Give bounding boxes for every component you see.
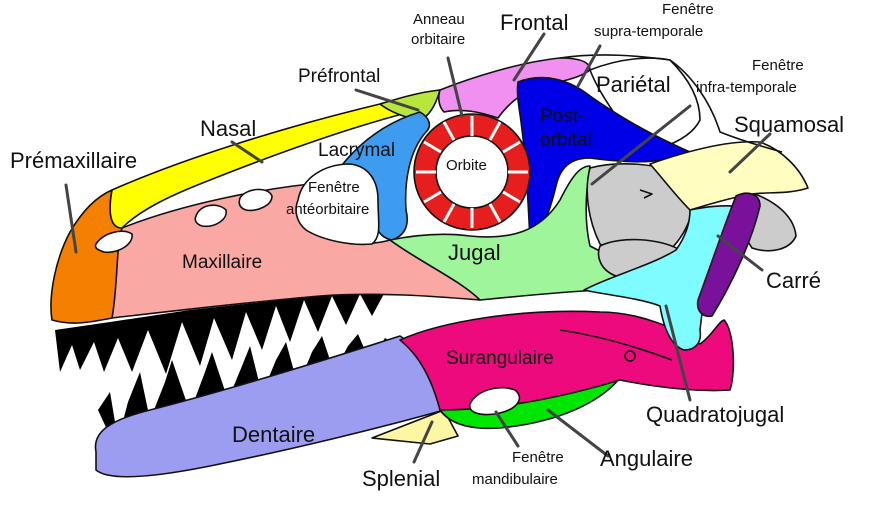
carre-bone xyxy=(696,192,761,318)
anneau-orbitaire xyxy=(413,113,531,231)
label-lacrymal: Lacrymal xyxy=(318,140,395,161)
premaxillary-foramen xyxy=(94,230,133,254)
upper-teeth xyxy=(55,288,390,374)
label-fenetre-infra-line2: infra-temporale xyxy=(696,79,797,96)
surangulaire-foramen xyxy=(624,350,636,362)
anneau-plates xyxy=(416,116,528,228)
label-anneau-line2: orbitaire xyxy=(411,31,465,48)
label-prefrontal: Préfrontal xyxy=(298,66,380,87)
splenial-bone xyxy=(371,409,459,445)
label-maxillaire: Maxillaire xyxy=(182,252,262,273)
label-frontal: Frontal xyxy=(500,10,568,35)
label-fenetre-supra-line2: supra-temporale xyxy=(594,23,703,40)
leader-lines xyxy=(64,32,772,464)
braincase xyxy=(586,163,797,278)
label-fenetre-supra-line1: Fenêtre xyxy=(662,1,714,18)
label-orbite: Orbite xyxy=(446,157,487,174)
prefrontal-bone xyxy=(379,89,441,121)
label-fenetre-ante-line2: antéorbitaire xyxy=(286,201,369,218)
braincase-detail xyxy=(639,189,653,199)
upper-teeth-fill xyxy=(55,288,390,374)
skull-top-outline xyxy=(589,57,783,153)
label-jugal: Jugal xyxy=(448,240,501,265)
label-fenetre-ante-line1: Fenêtre xyxy=(308,179,360,196)
label-dentaire: Dentaire xyxy=(232,422,315,447)
label-angulaire: Angulaire xyxy=(600,446,693,471)
fenetre-mandibulaire-hole xyxy=(469,386,521,416)
label-squamosal: Squamosal xyxy=(734,112,844,137)
labels: Prémaxillaire Nasal Préfrontal Anneau or… xyxy=(10,1,844,491)
surangulaire-detail xyxy=(559,329,673,361)
fenetre-anteorbitaire-hole xyxy=(295,163,380,246)
maxillary-fenestra-1 xyxy=(194,204,227,228)
label-postorbital-line2: orbital xyxy=(540,130,592,151)
label-fenetre-mand-line1: Fenêtre xyxy=(512,449,564,466)
label-premaxillaire: Prémaxillaire xyxy=(10,148,137,173)
label-postorbital-line1: Post- xyxy=(540,106,584,127)
label-fenetre-mand-line2: mandibulaire xyxy=(472,471,558,488)
label-nasal: Nasal xyxy=(200,116,256,141)
label-anneau-line1: Anneau xyxy=(413,11,465,28)
label-parietal: Pariétal xyxy=(596,72,671,97)
maxillary-fenestra-2 xyxy=(238,188,273,212)
label-quadratojugal: Quadratojugal xyxy=(646,402,784,427)
label-surangulaire: Surangulaire xyxy=(446,348,554,369)
label-fenetre-infra-line1: Fenêtre xyxy=(752,57,804,74)
label-splenial: Splenial xyxy=(362,466,440,491)
dentaire-bone xyxy=(94,335,445,478)
label-carre: Carré xyxy=(766,268,821,293)
